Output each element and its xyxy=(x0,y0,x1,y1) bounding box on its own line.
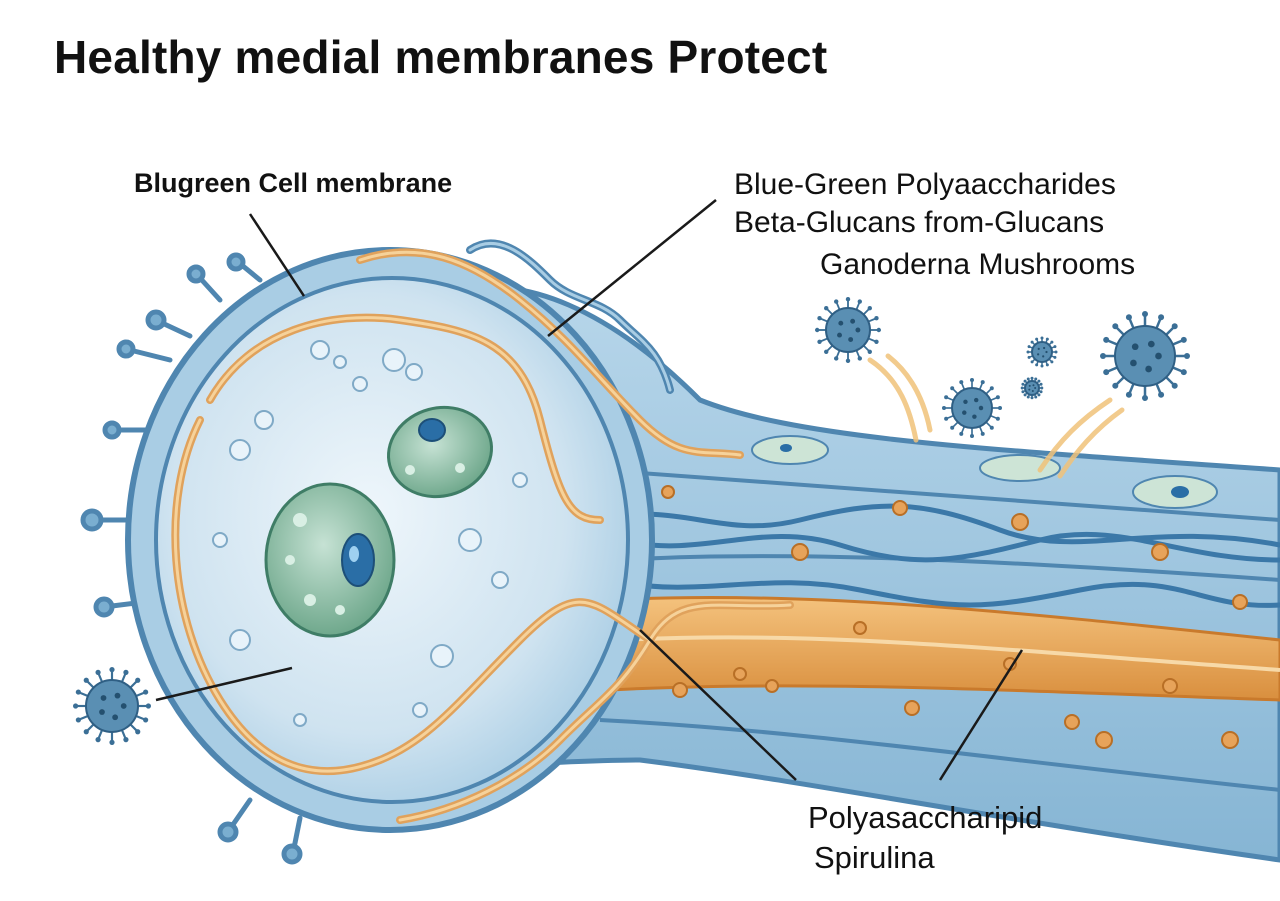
nucleus-icon xyxy=(264,482,396,638)
label-cell-membrane: Blugreen Cell membrane xyxy=(134,168,453,198)
label-polysaccharides-line1: Blue-Green Polyaacchari­des xyxy=(734,168,1116,201)
virus-icon xyxy=(942,378,1002,438)
virus-icons xyxy=(73,297,1190,746)
virus-icon xyxy=(815,297,881,363)
virus-icon xyxy=(1100,311,1190,401)
page-title: Healthy medial membranes Protect xyxy=(54,31,828,83)
small-nucleus-icon xyxy=(386,405,494,499)
virus-icon xyxy=(1020,376,1044,400)
label-bottom-line2: Spirulina xyxy=(814,840,935,875)
vesicle-icons xyxy=(625,477,1248,749)
tube-nuclei xyxy=(751,435,1218,509)
cytoplasm-vesicles xyxy=(212,340,528,727)
leader-lines xyxy=(155,199,1024,781)
virus-icon xyxy=(1026,336,1058,368)
label-polysaccharides-line3: Ganoderna Mushrooms xyxy=(820,248,1136,281)
label-polysaccharides-line2: Beta-Glucans from-Glucans xyxy=(734,206,1105,239)
label-bottom-line1: Polyasaccharipid xyxy=(808,800,1043,835)
virus-icon xyxy=(73,667,151,746)
